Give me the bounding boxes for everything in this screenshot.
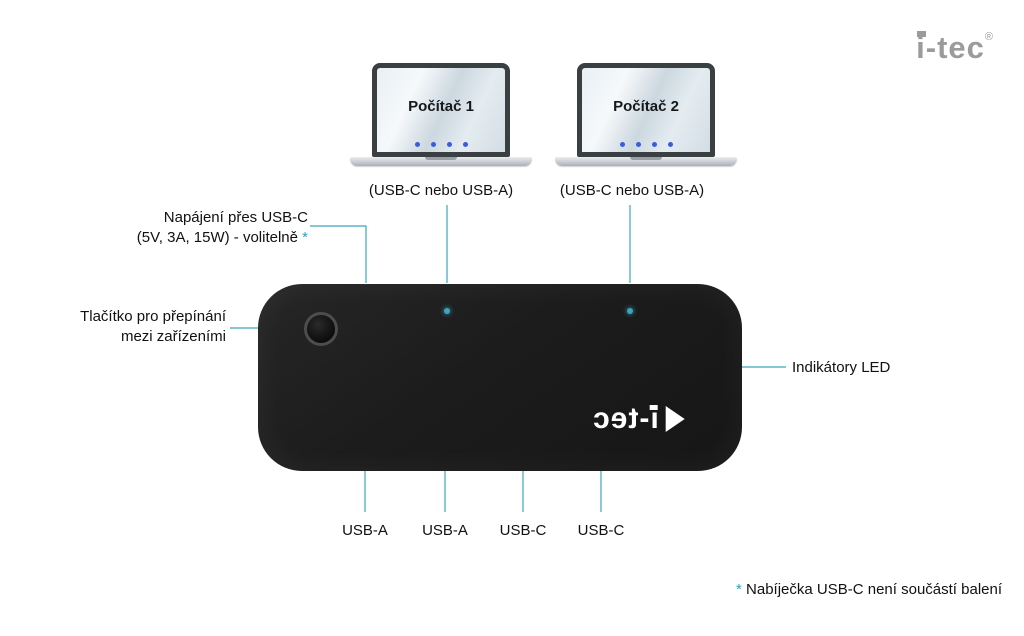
dot-icon — [462, 142, 468, 147]
switch-annotation-line2: mezi zařízeními — [120, 328, 226, 345]
port-label-4: USB-C — [577, 522, 625, 539]
port-label-3: USB-C — [499, 522, 547, 539]
switch-annotation: Tlačítko pro přepínání mezi zařízeními — [40, 307, 226, 347]
laptop-1-base — [350, 157, 532, 166]
power-asterisk: * — [302, 229, 308, 246]
usb-switch-device: i-tec — [258, 284, 742, 471]
laptop-1: Počítač 1 — [350, 63, 532, 167]
power-line — [310, 225, 367, 283]
laptop-notch — [425, 157, 457, 160]
footnote-text: Nabíječka USB-C není součástí balení — [746, 581, 1002, 598]
dot-icon — [430, 142, 436, 147]
dot-icon — [619, 142, 625, 147]
port-label-1: USB-A — [342, 522, 388, 539]
footnote-asterisk: * — [736, 581, 742, 598]
dot-icon — [651, 142, 657, 147]
power-annotation: Napájení přes USB-C (5V, 3A, 15W) - voli… — [100, 208, 308, 248]
switch-button[interactable] — [304, 312, 338, 346]
port-label-2: USB-A — [422, 522, 468, 539]
device-logo: i-tec — [592, 402, 685, 435]
registered-mark: ® — [984, 31, 994, 43]
laptop-2-label: Počítač 2 — [613, 98, 679, 115]
power-annotation-text: (5V, 3A, 15W) - volitelně — [136, 229, 298, 246]
power-annotation-line2: (5V, 3A, 15W) - volitelně * — [100, 228, 308, 248]
device-logo-text: i-tec — [592, 402, 659, 435]
dot-icon — [446, 142, 452, 147]
laptop-1-screen: Počítač 1 — [372, 63, 510, 157]
dot-icon — [414, 142, 420, 147]
brand-logo: i-tec® — [916, 30, 994, 65]
laptop-notch — [630, 157, 662, 160]
dot-icon — [667, 142, 673, 147]
laptop-2-taskbar-icons — [582, 142, 710, 147]
dot-icon — [635, 142, 641, 147]
laptop-1-label: Počítač 1 — [408, 98, 474, 115]
laptop-1-taskbar-icons — [377, 142, 505, 147]
brand-wordmark: i-tec — [916, 30, 985, 65]
laptop-2-base — [555, 157, 737, 166]
switch-annotation-line1: Tlačítko pro přepínání — [80, 308, 226, 325]
led-annotation: Indikátory LED — [792, 359, 891, 376]
footnote: * Nabíječka USB-C není součástí balení — [736, 581, 1002, 598]
led-indicator-1 — [444, 308, 450, 314]
laptop-1-connector-label: (USB-C nebo USB-A) — [368, 182, 514, 199]
led-indicator-2 — [627, 308, 633, 314]
laptop-2: Počítač 2 — [555, 63, 737, 167]
laptop-2-connector-label: (USB-C nebo USB-A) — [559, 182, 705, 199]
logo-arrow-icon — [665, 406, 685, 432]
laptop-2-screen: Počítač 2 — [577, 63, 715, 157]
power-annotation-line1: Napájení přes USB-C — [163, 209, 308, 226]
